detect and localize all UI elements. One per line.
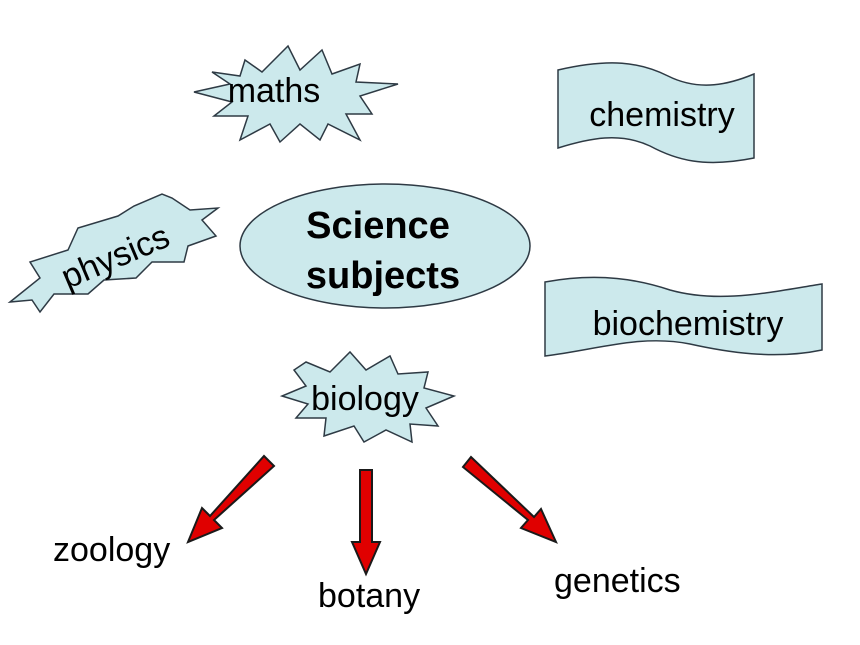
biology-label: biology [311, 380, 419, 418]
maths-label: maths [228, 72, 321, 110]
botany-label: botany [318, 577, 420, 615]
arrow-to-botany [350, 469, 382, 577]
physics-star-shape [7, 193, 221, 314]
chemistry-label: chemistry [589, 96, 734, 134]
biology-node: biology [279, 350, 457, 444]
arrow-to-zoology [186, 454, 276, 544]
center-label-line1: Science [306, 205, 450, 247]
center-ellipse [239, 183, 531, 309]
center-label-line2: subjects [306, 255, 460, 297]
arrow-to-genetics [461, 455, 558, 544]
chemistry-wave-shape [557, 62, 755, 164]
biology-burst-shape [279, 350, 457, 444]
maths-node: maths [193, 44, 399, 144]
chemistry-node: chemistry [557, 62, 755, 164]
biochemistry-label: biochemistry [593, 305, 784, 343]
genetics-label: genetics [554, 562, 681, 600]
center-node: Science subjects [239, 183, 531, 309]
zoology-label: zoology [53, 531, 170, 569]
maths-burst-shape [193, 44, 399, 144]
physics-node: physics [7, 193, 221, 314]
biochemistry-wave-shape [544, 276, 823, 357]
biochemistry-node: biochemistry [544, 276, 823, 357]
